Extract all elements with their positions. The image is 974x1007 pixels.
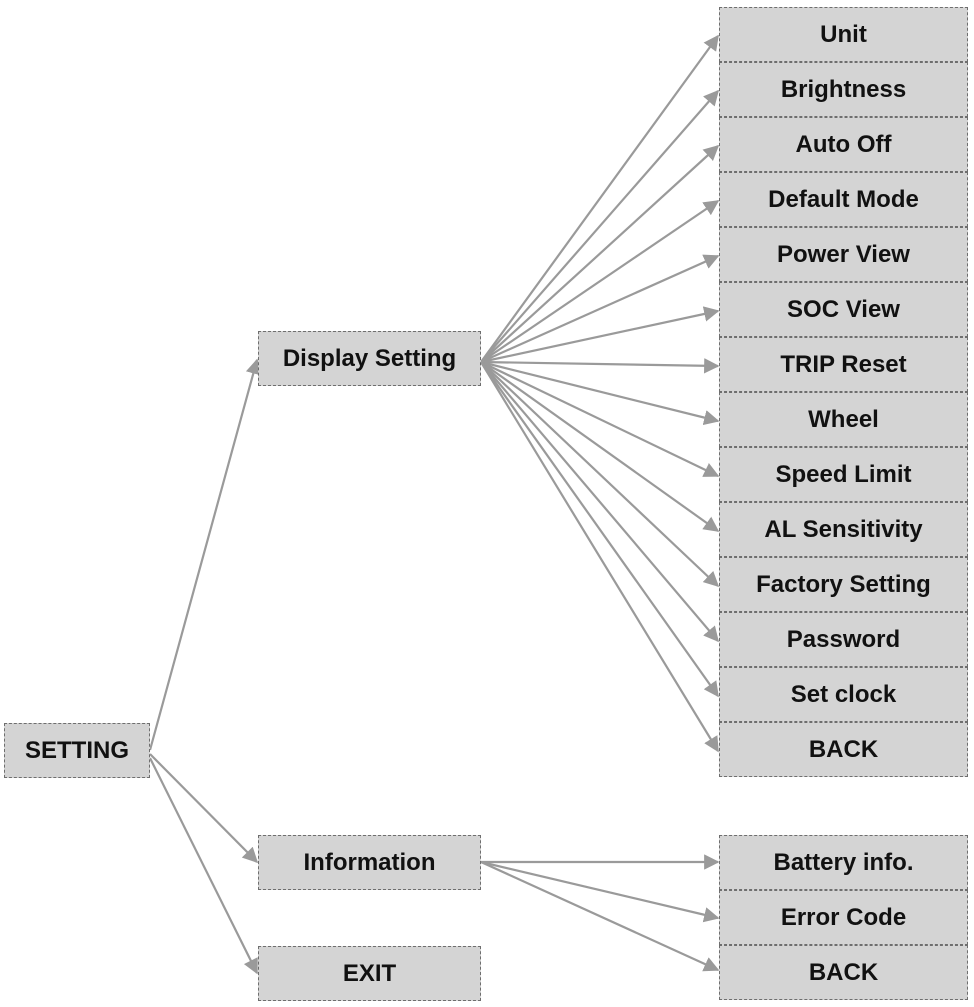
- arrow-information-to-error-code: [480, 860, 720, 923]
- trip-reset-node: TRIP Reset: [719, 337, 968, 392]
- soc-view-label: SOC View: [787, 295, 900, 323]
- power-view-label: Power View: [777, 240, 910, 268]
- arrow-display-setting-to-display-back: [480, 361, 719, 753]
- set-clock-node: Set clock: [719, 667, 968, 722]
- power-view-node: Power View: [719, 227, 968, 282]
- arrow-display-setting-to-speed-limit: [480, 361, 720, 477]
- default-mode-node: Default Mode: [719, 172, 968, 227]
- speed-limit-label: Speed Limit: [775, 460, 912, 488]
- al-sensitivity-node: AL Sensitivity: [719, 502, 968, 557]
- error-code-node: Error Code: [719, 890, 968, 945]
- battery-info-node: Battery info.: [719, 835, 968, 890]
- arrow-setting-to-information: [149, 753, 259, 864]
- auto-off-label: Auto Off: [795, 130, 892, 158]
- arrow-display-setting-to-soc-view: [480, 306, 720, 364]
- wheel-node: Wheel: [719, 392, 968, 447]
- arrow-information-to-back: [480, 860, 720, 972]
- factory-setting-node: Factory Setting: [719, 557, 968, 612]
- arrow-display-setting-to-set-clock: [480, 361, 719, 698]
- trip-reset-label: TRIP Reset: [780, 350, 907, 378]
- setting-label: SETTING: [24, 736, 129, 764]
- auto-off-node: Auto Off: [719, 117, 968, 172]
- arrow-display-setting-to-brightness: [480, 89, 720, 363]
- error-code-label: Error Code: [780, 903, 907, 931]
- display-setting-label: Display Setting: [282, 344, 457, 372]
- password-node: Password: [719, 612, 968, 667]
- arrow-setting-to-exit: [149, 757, 258, 975]
- setting-node: SETTING: [4, 723, 150, 778]
- exit-label: EXIT: [342, 959, 397, 987]
- password-label: Password: [786, 625, 901, 653]
- arrow-display-setting-to-default-mode: [480, 200, 720, 363]
- arrow-display-setting-to-wheel: [480, 360, 720, 426]
- al-sensitivity-label: AL Sensitivity: [764, 515, 923, 543]
- brightness-node: Brightness: [719, 62, 968, 117]
- display-back-node: BACK: [719, 722, 968, 777]
- information-node: Information: [258, 835, 481, 890]
- information-label: Information: [303, 848, 436, 876]
- set-clock-label: Set clock: [790, 680, 897, 708]
- display-setting-node: Display Setting: [258, 331, 481, 386]
- exit-node: EXIT: [258, 946, 481, 1001]
- soc-view-node: SOC View: [719, 282, 968, 337]
- information-back-node: BACK: [719, 945, 968, 1000]
- unit-label: Unit: [820, 20, 867, 48]
- arrow-display-setting-to-factory-setting: [480, 361, 720, 588]
- battery-info-label: Battery info.: [773, 848, 914, 876]
- information-back-label: BACK: [808, 958, 879, 986]
- speed-limit-node: Speed Limit: [719, 447, 968, 502]
- arrow-display-setting-to-al-sensitivity: [480, 361, 720, 532]
- brightness-label: Brightness: [780, 75, 907, 103]
- unit-node: Unit: [719, 7, 968, 62]
- factory-setting-label: Factory Setting: [756, 570, 931, 598]
- arrow-display-setting-to-power-view: [480, 254, 720, 364]
- arrow-display-setting-to-password: [480, 361, 719, 643]
- display-back-label: BACK: [808, 735, 879, 763]
- arrow-display-setting-to-trip-reset: [480, 358, 720, 374]
- arrow-display-setting-to-auto-off: [480, 144, 720, 363]
- default-mode-label: Default Mode: [768, 185, 919, 213]
- arrow-setting-to-display-setting: [148, 358, 261, 751]
- wheel-label: Wheel: [808, 405, 879, 433]
- arrow-display-setting-to-unit: [480, 34, 719, 363]
